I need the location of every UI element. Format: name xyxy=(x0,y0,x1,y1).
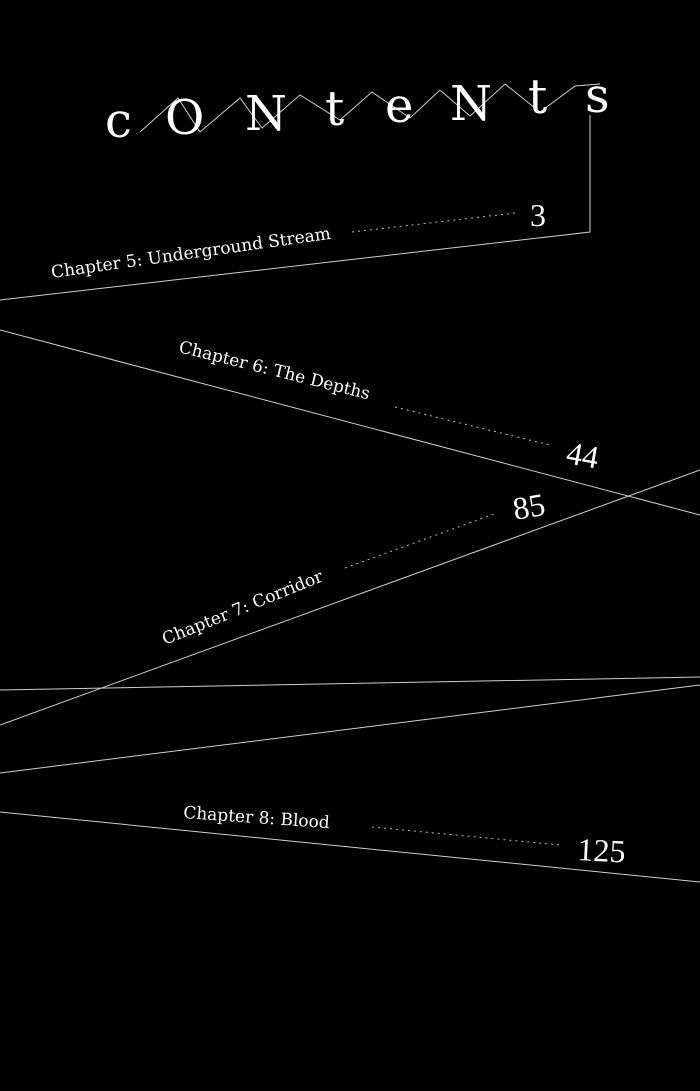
toc-entry[interactable]: Chapter 5: Underground Stream 3 xyxy=(50,197,546,283)
chapter-title[interactable]: Chapter 7: Corridor xyxy=(159,567,326,650)
page-number: 44 xyxy=(564,434,602,475)
title-letter: O xyxy=(165,90,204,146)
title-letter: N xyxy=(450,76,492,132)
chapter-title[interactable]: Chapter 6: The Depths xyxy=(177,337,372,404)
title-letter: t xyxy=(325,81,344,137)
title-letter: s xyxy=(585,68,610,124)
title-zigzag-line xyxy=(139,83,601,133)
toc-entry[interactable]: Chapter 8: Blood 125 xyxy=(183,803,627,869)
diagonal-line xyxy=(0,684,700,774)
bracket-line xyxy=(0,115,591,301)
title-letter: t xyxy=(528,69,547,125)
horizontal-line xyxy=(0,676,700,691)
title-letter: e xyxy=(385,78,413,134)
toc-entry[interactable]: Chapter 6: The Depths 44 xyxy=(177,337,602,475)
chapter-title[interactable]: Chapter 5: Underground Stream xyxy=(50,224,332,283)
decorative-lines xyxy=(0,83,700,883)
diagonal-line xyxy=(0,811,700,883)
page-number: 3 xyxy=(530,197,546,233)
title-letter: c xyxy=(105,93,132,149)
page-title: c O N t e N t s xyxy=(105,68,610,149)
chapter-title[interactable]: Chapter 8: Blood xyxy=(183,803,331,833)
title-letter: N xyxy=(245,86,287,142)
leader-dots xyxy=(351,212,516,233)
diagonal-line xyxy=(0,329,700,516)
diagonal-line xyxy=(0,469,700,726)
leader-dots xyxy=(394,406,551,446)
page-number: 125 xyxy=(577,831,627,869)
leader-dots xyxy=(371,826,561,846)
page-number: 85 xyxy=(510,486,548,527)
leader-dots xyxy=(344,512,498,569)
toc-entry[interactable]: Chapter 7: Corridor 85 xyxy=(159,486,547,650)
